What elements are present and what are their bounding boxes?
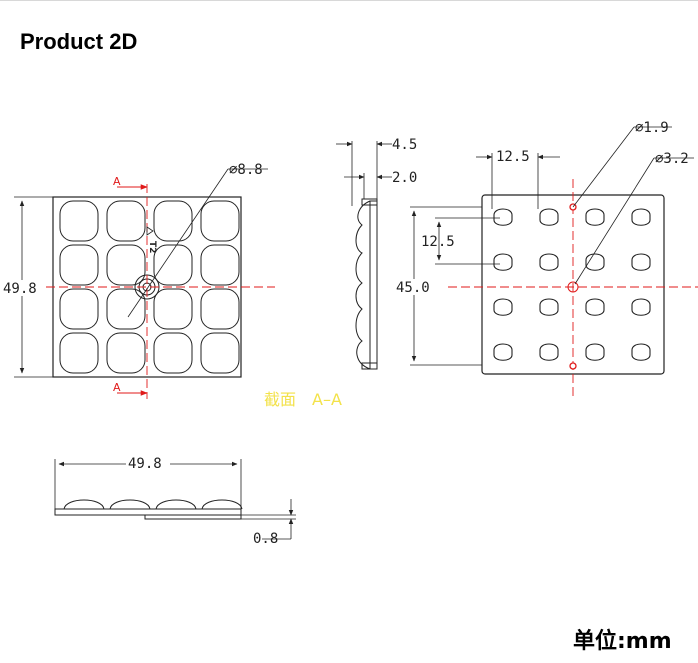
right-pitch-v-dim: 12.5 [421, 234, 455, 250]
front-height-dim: 49.8 [3, 281, 37, 297]
front-lens [153, 288, 193, 330]
right-pin-center [567, 281, 579, 293]
right-pitch-h-dim: 12.5 [496, 149, 530, 165]
right-pin-bottom [569, 362, 577, 370]
front-view: A A 49.8 ⌀8.8 T2 [2, 162, 275, 399]
right-lens [539, 298, 559, 316]
bottom-width-dim: 49.8 [128, 456, 162, 472]
front-lens [106, 288, 146, 330]
front-lens [153, 332, 193, 374]
right-center-hole-dim: ⌀3.2 [655, 151, 689, 167]
bottom-dome [155, 499, 197, 510]
bottom-flange [144, 514, 242, 520]
front-lens [59, 244, 99, 286]
side-view: 4.5 2.0 截面 A–A [264, 137, 417, 409]
bottom-plate [54, 508, 242, 516]
front-hole-dim: ⌀8.8 [229, 162, 263, 178]
front-lens [200, 244, 240, 286]
front-mold-mark: T2 [147, 241, 157, 253]
front-lens [59, 200, 99, 242]
bottom-dome [63, 499, 105, 510]
right-lens-grid [493, 208, 651, 361]
side-body-profile [355, 200, 371, 370]
unit-label: 单位:mm [573, 629, 672, 654]
side-base-dim: 2.0 [392, 170, 417, 186]
front-lens [59, 288, 99, 330]
side-thickness-dim: 4.5 [392, 137, 417, 153]
right-lens [631, 253, 651, 271]
front-lens [106, 332, 146, 374]
side-flange-bottom [361, 362, 378, 370]
bottom-flange-dim: 0.8 [253, 531, 278, 547]
front-lens [106, 200, 146, 242]
front-lens-grid [59, 200, 240, 374]
bottom-dome [109, 499, 151, 510]
right-small-hole-leader [572, 126, 635, 208]
bottom-view: 49.8 0.8 [54, 456, 296, 547]
right-lens [539, 343, 559, 361]
front-hole-leader [127, 168, 229, 318]
right-lens [631, 208, 651, 226]
right-lens [493, 208, 513, 226]
right-center-hole-leader [574, 157, 655, 285]
right-lens [631, 298, 651, 316]
page-title: Product 2D [20, 29, 138, 54]
side-body-plate [369, 200, 378, 370]
bottom-dome-row [63, 499, 243, 510]
right-lens [493, 253, 513, 271]
right-lens [585, 298, 605, 316]
front-lens [153, 244, 193, 286]
front-lens [153, 200, 193, 242]
bottom-dome [201, 499, 243, 510]
right-lens [585, 253, 605, 271]
front-lens [200, 288, 240, 330]
front-lens [106, 244, 146, 286]
right-lens [539, 208, 559, 226]
front-lens [200, 332, 240, 374]
front-lens [200, 200, 240, 242]
right-lens [585, 208, 605, 226]
right-small-hole-dim: ⌀1.9 [635, 120, 669, 136]
right-lens [539, 253, 559, 271]
front-mold-mark-triangle [146, 226, 154, 236]
section-label-bottom: A [113, 381, 121, 394]
right-span-dim: 45.0 [396, 280, 430, 296]
side-flange-top [361, 198, 378, 206]
section-view-label: 截面 A–A [264, 390, 342, 409]
right-view: 12.5 12.5 45.0 ⌀1.9 ⌀3.2 [393, 120, 698, 399]
section-label-top: A [113, 175, 121, 188]
right-lens [631, 343, 651, 361]
right-lens [493, 343, 513, 361]
right-lens [585, 343, 605, 361]
front-lens [59, 332, 99, 374]
right-lens [493, 298, 513, 316]
